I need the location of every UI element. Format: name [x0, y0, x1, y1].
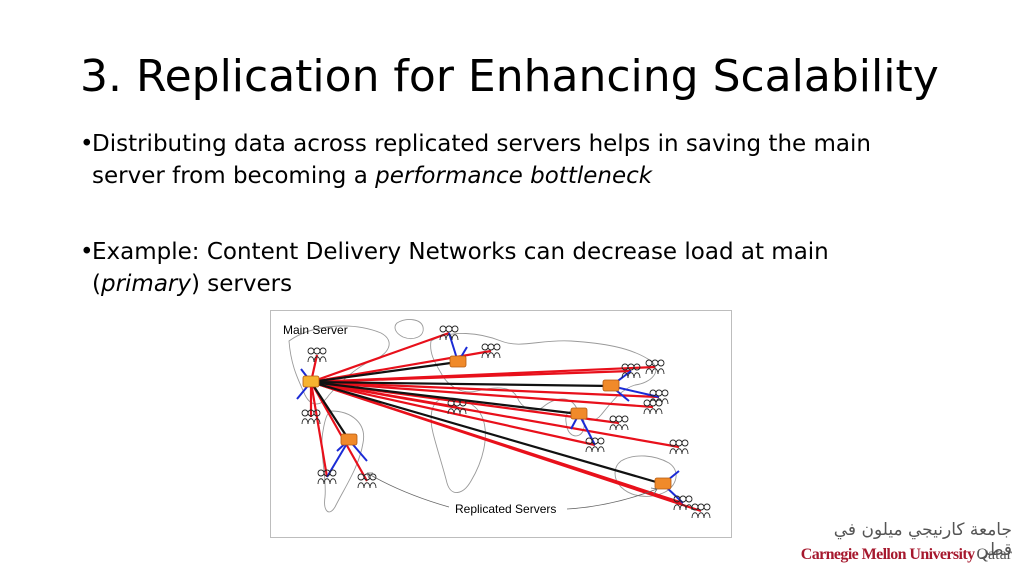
- red-link-4: [310, 380, 660, 399]
- client-user-icon: [669, 439, 689, 455]
- black-link-2: [310, 380, 580, 416]
- client-user-icon: [317, 469, 337, 485]
- bullet-2-emphasis: primary: [100, 271, 191, 297]
- red-link-7: [310, 380, 596, 447]
- callout-arrow-right: [566, 488, 658, 510]
- red-link-13: [309, 381, 329, 478]
- red-link-14: [310, 381, 368, 482]
- bullet-2-text-after: ) servers: [191, 271, 293, 297]
- red-link-10: [310, 380, 702, 513]
- black-link-3: [310, 381, 350, 441]
- client-user-icon: [585, 437, 605, 453]
- replicated-server-icon: [654, 477, 672, 490]
- red-link-0: [310, 331, 450, 384]
- red-link-3: [310, 365, 656, 384]
- bullet-marker: •: [80, 131, 94, 157]
- bullet-2-text-before: Example: Content Delivery Networks can d…: [92, 239, 829, 297]
- client-user-icon: [643, 399, 663, 415]
- bullet-marker: •: [80, 239, 94, 265]
- bullet-1-text-before: Distributing data across replicated serv…: [92, 131, 871, 189]
- callout-arrowhead-left: [366, 472, 373, 479]
- bullet-2-text: Example: Content Delivery Networks can d…: [80, 236, 940, 300]
- client-user-icon: [447, 399, 467, 415]
- client-user-icon: [645, 359, 665, 375]
- black-link-4: [310, 380, 664, 486]
- replicated-server-icon: [449, 355, 467, 368]
- client-user-icon: [621, 363, 641, 379]
- red-link-15: [310, 380, 458, 409]
- replicated-server-icon: [602, 379, 620, 392]
- logo-university-name: Carnegie Mellon University: [800, 546, 975, 563]
- callout-arrow-left: [366, 472, 450, 508]
- client-user-icon: [673, 495, 693, 511]
- black-link-1: [310, 380, 612, 388]
- client-user-icon: [307, 347, 327, 363]
- replicated-servers-label: Replicated Servers: [455, 502, 557, 516]
- client-user-icon: [691, 503, 711, 519]
- callout-arrowhead-right: [650, 487, 658, 495]
- logo-arabic-text: جامعة كارنيجي ميلون في قطر: [833, 520, 1012, 560]
- client-user-icon: [301, 409, 321, 425]
- black-link-0: [310, 360, 459, 384]
- cmu-qatar-logo: جامعة كارنيجي ميلون في قطر Carnegie Mell…: [801, 520, 1012, 572]
- logo-location: Qatar: [976, 546, 1012, 563]
- bullet-1: • Distributing data across replicated se…: [80, 128, 940, 192]
- client-user-icon: [439, 325, 459, 341]
- replicated-server-icon: [570, 407, 588, 420]
- replicated-server-icon: [340, 433, 358, 446]
- main-server-label: Main Server: [283, 323, 348, 337]
- bullet-2: • Example: Content Delivery Networks can…: [80, 236, 940, 300]
- bullet-1-emphasis: performance bottleneck: [375, 163, 653, 189]
- cdn-diagram-svg: [288, 319, 711, 519]
- main-server-icon: [302, 375, 320, 388]
- bullet-1-text: Distributing data across replicated serv…: [80, 128, 940, 192]
- cdn-diagram: Main Server Replicated Servers: [270, 310, 732, 538]
- client-user-icon: [481, 343, 501, 359]
- slide-title: 3. Replication for Enhancing Scalability: [80, 51, 939, 102]
- callout-arrows: [366, 472, 658, 510]
- red-link-5: [310, 380, 654, 409]
- network-links: [296, 331, 702, 513]
- client-user-icon: [609, 415, 629, 431]
- network-nodes: [301, 325, 711, 519]
